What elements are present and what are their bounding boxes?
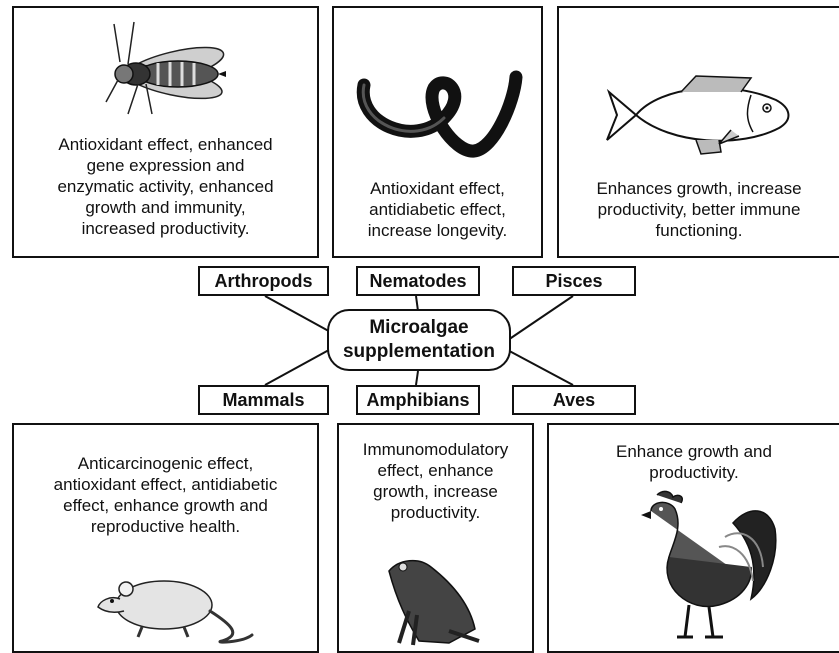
- nematodes-effect-box: Antioxidant effect, antidiabetic effect,…: [332, 6, 543, 258]
- rooster-icon: [641, 490, 777, 639]
- rat-icon: [97, 580, 254, 644]
- aves-effect-box: Enhance growth and productivity.: [547, 423, 839, 653]
- amphibians-effect-box: Immunomodulatory effect, enhance growth,…: [337, 423, 534, 653]
- center-line-1: Microalgae: [369, 317, 469, 338]
- fish-icon: [606, 75, 790, 155]
- arthropods-effect-box: Antioxidant effect, enhanced gene expres…: [12, 6, 319, 258]
- label-nematodes: Nematodes: [356, 266, 480, 296]
- amphibians-effect-text: Immunomodulatory effect, enhance growth,…: [362, 440, 509, 522]
- aves-effect-text: Enhance growth and productivity.: [616, 442, 772, 482]
- worm-icon: [356, 70, 523, 158]
- mammals-effect-text: Anticarcinogenic effect, antioxidant eff…: [53, 454, 278, 536]
- arthropods-effect-text: Antioxidant effect, enhanced gene expres…: [57, 135, 274, 238]
- fly-icon: [105, 21, 226, 115]
- label-pisces: Pisces: [512, 266, 636, 296]
- label-arthropods: Arthropods: [198, 266, 329, 296]
- nematodes-effect-text: Antioxidant effect, antidiabetic effect,…: [367, 179, 508, 240]
- center-line-2: supplementation: [342, 341, 495, 362]
- pisces-effect-box: Enhances growth, increase productivity, …: [557, 6, 839, 258]
- microalgae-supplementation-node: Microalgae supplementation: [327, 309, 511, 371]
- label-mammals: Mammals: [198, 385, 329, 415]
- label-amphibians: Amphibians: [356, 385, 480, 415]
- label-aves: Aves: [512, 385, 636, 415]
- pisces-effect-text: Enhances growth, increase productivity, …: [596, 179, 802, 240]
- mammals-effect-box: Anticarcinogenic effect, antioxidant eff…: [12, 423, 319, 653]
- frog-icon: [388, 559, 480, 646]
